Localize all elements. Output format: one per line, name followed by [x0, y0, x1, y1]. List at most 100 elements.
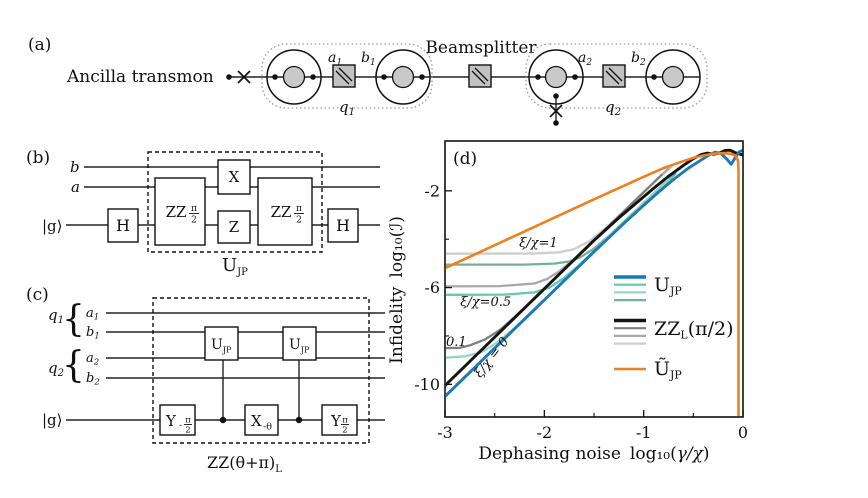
cavity-a2: [528, 49, 584, 105]
svg-text:Y: Y: [165, 412, 177, 430]
svg-text:2: 2: [342, 426, 347, 436]
wire-label-b: b: [70, 158, 80, 176]
curve-u-jp: [446, 151, 740, 417]
svg-text:π: π: [185, 416, 191, 426]
ujp-box-label: UJP: [211, 337, 232, 355]
ujp-box-label: UJP: [289, 337, 310, 355]
svg-text:ZZ: ZZ: [271, 203, 292, 221]
y-axis-title: Infidelitylog₁₀(ℐ): [387, 216, 407, 364]
curve-annotation: ξ/χ=0.5: [460, 295, 511, 310]
gate-x-minus-theta: X -θ: [244, 404, 279, 436]
panel-a-tag: (a): [28, 35, 51, 55]
svg-text:H: H: [336, 216, 350, 235]
transmon-coupling-cross-icon: [237, 70, 251, 84]
qubit-label-q2: q2: [605, 98, 621, 118]
svg-text:X: X: [251, 412, 262, 430]
x-tick-label: -3: [437, 423, 453, 442]
ujp-dashed-box: [147, 151, 323, 253]
beamsplitter-icon: [332, 64, 356, 88]
x-tick-label: -2: [537, 423, 553, 442]
mode-label-a1: a1: [328, 50, 342, 68]
brace-q2: {: [62, 345, 85, 386]
wire-label-b2: b2: [86, 371, 100, 388]
plot-frame: [444, 140, 744, 418]
beamsplitter-label: Beamsplitter: [425, 38, 537, 58]
panel-b: (b) b a |g⟩ H ZZ π 2 X Z ZZ: [26, 148, 380, 278]
gate-x: X: [217, 159, 251, 195]
svg-text:ZZ: ZZ: [166, 203, 187, 221]
wire-label-b1: b1: [86, 325, 100, 342]
ujp-caption: UJP: [222, 255, 248, 278]
chart-curves: [446, 148, 743, 417]
y-tick-label: -10: [414, 375, 440, 394]
svg-text:2: 2: [185, 426, 190, 436]
panel-a: (a) Ancilla transmon Beamsplitter: [28, 35, 708, 126]
curve-annotation: 0.1: [446, 335, 467, 350]
control-dot: [295, 416, 303, 424]
gate-y-pi2: Y π 2: [321, 404, 358, 436]
zz-caption: ZZ(θ+π)L: [207, 453, 282, 475]
gate-h: H: [107, 208, 139, 243]
gate-z: Z: [217, 210, 251, 244]
cavity-a1: [266, 49, 322, 105]
panel-b-tag: (b): [26, 148, 50, 168]
legend-label: ZZL(π/2): [654, 318, 734, 342]
gate-zz-pi2: ZZ π 2: [257, 177, 313, 246]
mode-label-b2: b2: [631, 50, 646, 68]
y-tick-label: -2: [424, 181, 440, 200]
curve-u-jp-xi-chi-0: [446, 148, 743, 398]
y-tick-label: -6: [424, 278, 440, 297]
x-tick-label: 0: [738, 423, 748, 442]
curve-annotation: ξ/χ=1: [519, 236, 558, 251]
qubit-q2-outline: [525, 43, 708, 109]
svg-text:Y: Y: [330, 412, 342, 430]
legend-label: UJP: [654, 274, 682, 298]
svg-text:π: π: [342, 416, 348, 426]
ket-g-label: |g⟩: [42, 411, 63, 429]
panel-d-tag: (d): [453, 149, 477, 169]
transmon-coupler-below: [549, 93, 563, 126]
svg-text:π: π: [296, 204, 302, 214]
beamsplitter-icon: [602, 64, 626, 88]
cavity-b2: [645, 49, 701, 105]
wire-label-a: a: [71, 178, 80, 196]
ket-g-label: |g⟩: [42, 217, 63, 235]
gate-zz-pi2: ZZ π 2: [154, 177, 206, 246]
qubit-label-q1: q1: [48, 306, 64, 326]
gate-y-minus-pi2: Y - π 2: [159, 404, 196, 436]
svg-text:Z: Z: [229, 218, 239, 236]
svg-text:H: H: [116, 216, 130, 235]
svg-text:-: -: [179, 421, 182, 431]
panel-c: (c) q1 { q2 { a1 b1 a2 b2 |g⟩ Y - π 2 UJ…: [26, 285, 385, 475]
wire-label-a2: a2: [86, 351, 99, 368]
control-dot: [219, 416, 227, 424]
svg-text:2: 2: [296, 216, 302, 226]
brace-q1: {: [62, 299, 85, 340]
svg-text:X: X: [229, 168, 240, 186]
qubit-label-q1: q1: [339, 98, 355, 118]
mode-label-a2: a2: [578, 50, 592, 68]
chart-legend: UJP ZZL(π/2) ŨJP: [614, 274, 734, 382]
curve-zz-l-pi-2-xi-chi-0-5: [446, 167, 670, 288]
ancilla-transmon-label: Ancilla transmon: [66, 67, 214, 87]
svg-text:2: 2: [191, 216, 197, 226]
svg-text:π: π: [191, 204, 197, 214]
panel-c-tag: (c): [26, 285, 49, 305]
zz-dashed-box: [152, 297, 370, 444]
cavity-b1: [375, 49, 431, 105]
qubit-label-q2: q2: [48, 359, 64, 379]
x-tick-label: -1: [636, 423, 652, 442]
mode-label-b1: b1: [361, 50, 376, 68]
curve-u-jp-xi-chi-0-1: [446, 178, 670, 359]
beamsplitter-icon: [468, 64, 492, 88]
gate-ujp: UJP: [204, 326, 239, 424]
gate-h: H: [327, 208, 359, 243]
legend-label: ŨJP: [654, 357, 682, 382]
gate-ujp: UJP: [282, 326, 317, 424]
